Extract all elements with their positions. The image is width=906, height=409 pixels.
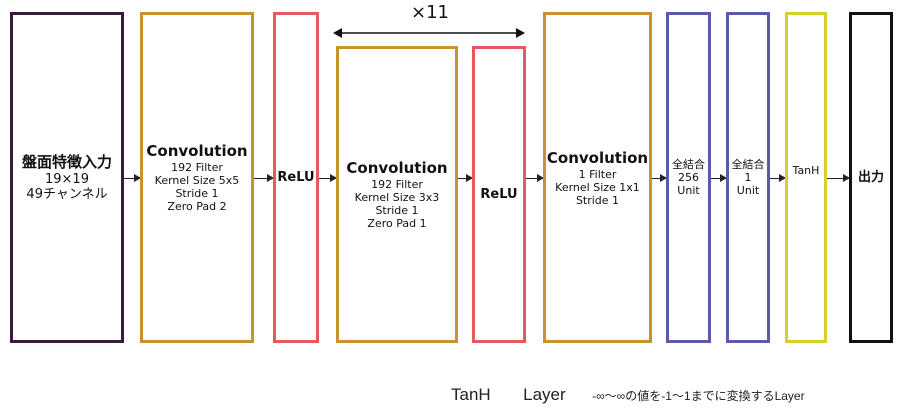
tanh-title: TanH [792, 164, 820, 177]
footer-layer: Layer [523, 385, 566, 404]
conv1-title: Convolution [146, 142, 248, 160]
conv3-stride: Stride 1 [575, 193, 620, 207]
arrow [827, 174, 850, 182]
fc2-box: 全結合 1 Unit [726, 12, 770, 343]
input-channels: 49チャンネル [26, 187, 108, 202]
arrow [124, 174, 141, 182]
footer-description: -∞〜∞の値を-1〜1までに変換するLayer [592, 389, 805, 403]
arrow [526, 174, 544, 182]
input-layer-box: 盤面特徴入力 19×19 49チャンネル [10, 12, 124, 343]
relu2-title: ReLU [480, 187, 518, 202]
fc2-unit-label: Unit [736, 184, 760, 197]
conv1-pad: Zero Pad 2 [167, 200, 227, 213]
fc1-units: 256 [678, 171, 699, 184]
conv1-box: Convolution 192 Filter Kernel Size 5x5 S… [140, 12, 254, 343]
conv1-stride: Stride 1 [175, 187, 219, 200]
fc1-title: 全結合 [672, 158, 705, 171]
conv3-filter: 1 Filter [578, 167, 617, 181]
relu1-box: ReLU [273, 12, 319, 343]
repeat-double-arrow [333, 28, 525, 38]
arrow [458, 174, 473, 182]
fc2-title: 全結合 [731, 158, 765, 171]
arrow [319, 174, 337, 182]
footer-name: TanH [451, 385, 491, 404]
arrow [652, 174, 667, 182]
output-title: 出力 [857, 170, 884, 185]
conv2-filter: 192 Filter [371, 178, 423, 191]
arrow [770, 174, 786, 182]
relu1-title: ReLU [277, 170, 315, 185]
conv3-title: Convolution [546, 148, 649, 167]
conv3-kernel: Kernel Size 1x1 [555, 180, 640, 194]
conv2-kernel: Kernel Size 3x3 [354, 191, 440, 204]
conv2-title: Convolution [346, 159, 448, 177]
input-title: 盤面特徴入力 [21, 153, 112, 171]
arrow [711, 174, 727, 182]
fc1-unit-label: Unit [677, 184, 700, 197]
conv2-stride: Stride 1 [375, 204, 419, 217]
conv1-kernel: Kernel Size 5x5 [154, 174, 240, 187]
conv1-filter: 192 Filter [171, 161, 223, 174]
footer-note: TanH Layer -∞〜∞の値を-1〜1までに変換するLayer [451, 385, 805, 405]
fc2-units: 1 [744, 171, 752, 184]
conv3-box: Convolution 1 Filter Kernel Size 1x1 Str… [543, 12, 652, 343]
repeat-label: ×11 [411, 2, 449, 23]
relu2-box: ReLU [472, 46, 526, 343]
fc1-box: 全結合 256 Unit [666, 12, 711, 343]
conv2-box: Convolution 192 Filter Kernel Size 3x3 S… [336, 46, 458, 343]
output-box: 出力 [849, 12, 893, 343]
conv2-pad: Zero Pad 1 [367, 217, 427, 230]
input-size: 19×19 [45, 172, 89, 187]
tanh-box: TanH [785, 12, 827, 343]
arrow [254, 174, 274, 182]
